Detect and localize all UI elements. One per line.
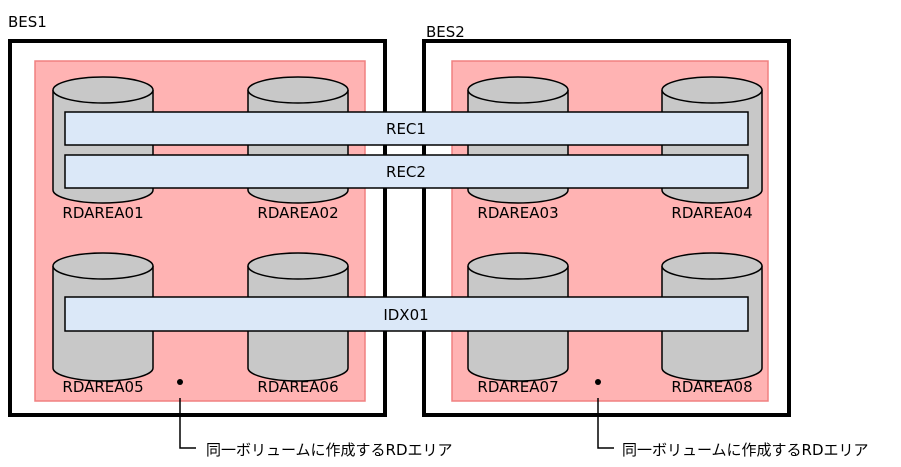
bar-idx01: IDX01 bbox=[64, 296, 749, 332]
server-label-bes1: BES1 bbox=[8, 13, 47, 31]
rdarea-label: RDAREA04 bbox=[671, 204, 752, 222]
server-label-bes2: BES2 bbox=[426, 23, 465, 41]
bar-label-rec1: REC1 bbox=[386, 120, 426, 138]
rdarea-label: RDAREA01 bbox=[62, 204, 143, 222]
annotation-text-bes1: 同一ボリュームに作成するRDエリア bbox=[206, 441, 453, 459]
annotation-leader-bes2 bbox=[597, 398, 614, 449]
bar-rec1: REC1 bbox=[64, 111, 749, 146]
rdarea-label: RDAREA05 bbox=[62, 378, 143, 396]
rdarea-label: RDAREA07 bbox=[477, 378, 558, 396]
annotation-text-bes2: 同一ボリュームに作成するRDエリア bbox=[622, 441, 869, 459]
rdarea-label: RDAREA02 bbox=[257, 204, 338, 222]
annotation-dot-bes2 bbox=[595, 379, 601, 385]
bar-label-idx01: IDX01 bbox=[383, 306, 428, 324]
annotation-leader-bes1 bbox=[179, 398, 196, 449]
rdarea-label: RDAREA06 bbox=[257, 378, 338, 396]
rdarea-label: RDAREA08 bbox=[671, 378, 752, 396]
rdarea-label: RDAREA03 bbox=[477, 204, 558, 222]
bar-label-rec2: REC2 bbox=[386, 163, 426, 181]
annotation-dot-bes1 bbox=[177, 379, 183, 385]
bar-rec2: REC2 bbox=[64, 154, 749, 189]
